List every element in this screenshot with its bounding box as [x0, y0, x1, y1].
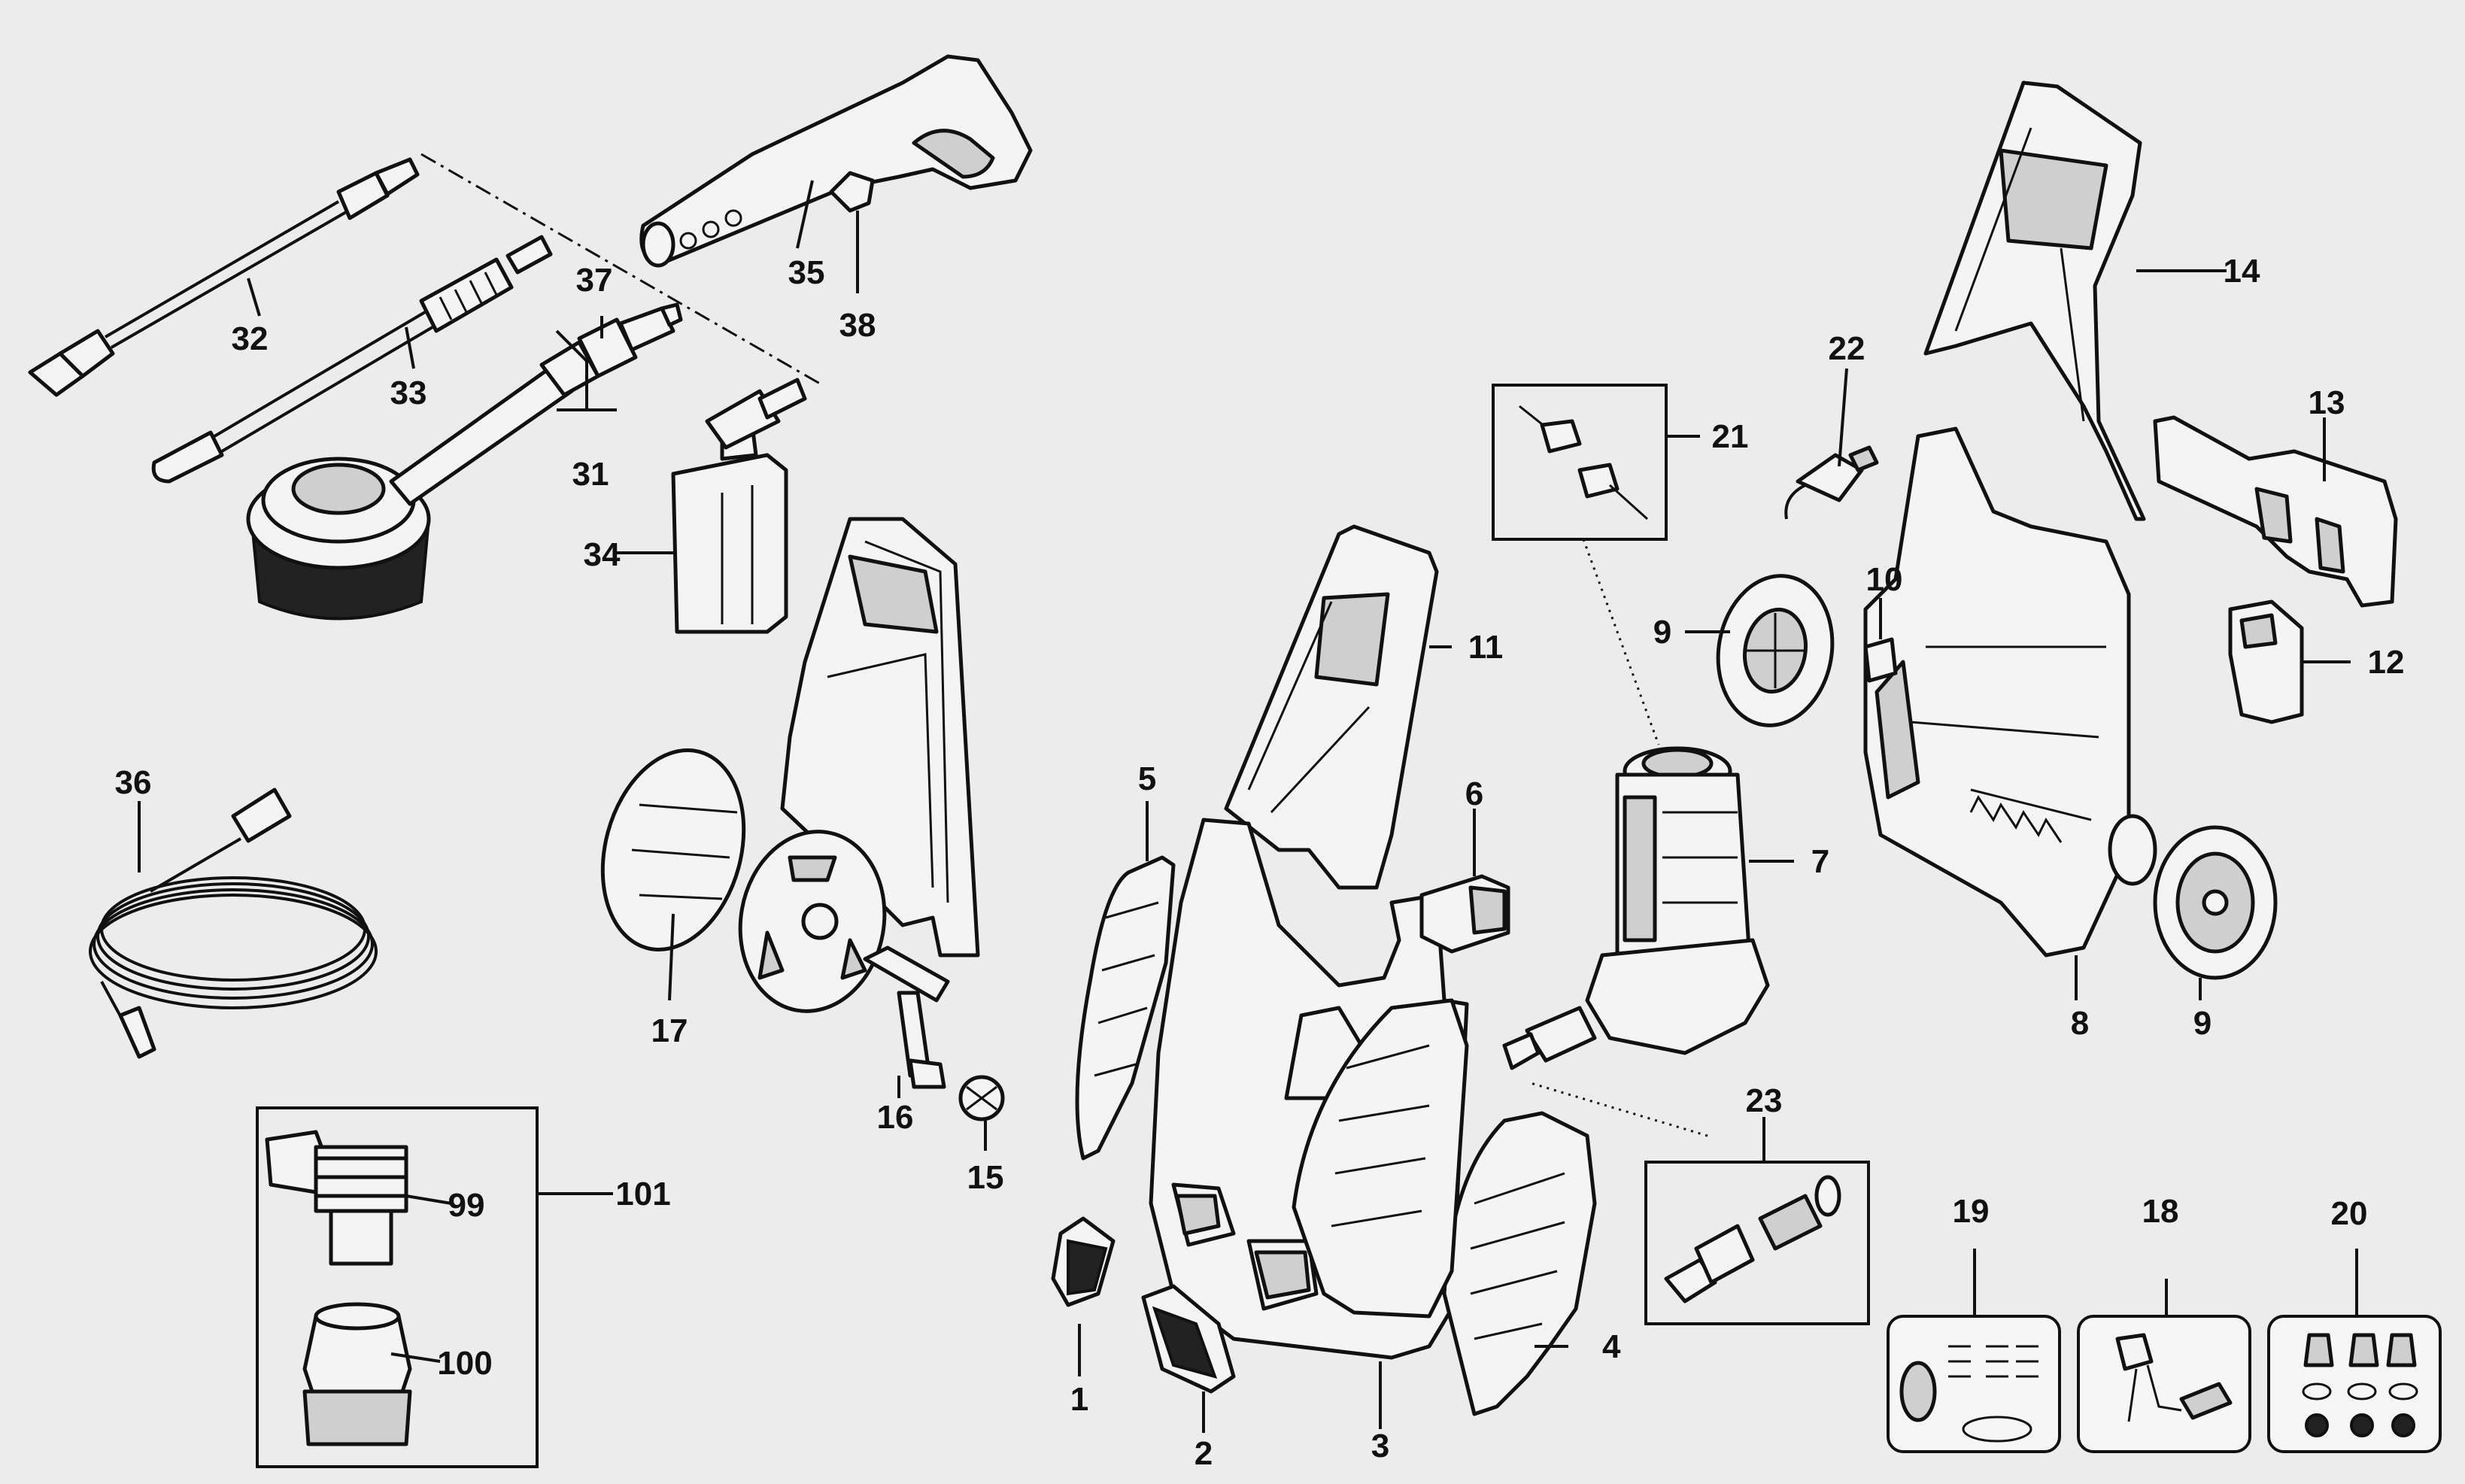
part-accessory-holder-13	[2153, 415, 2398, 608]
label-6: 6	[1465, 775, 1483, 812]
label-34: 34	[584, 536, 621, 573]
part-grille-frame	[1292, 998, 1469, 1319]
part-filter-1	[1051, 1216, 1116, 1307]
label-8: 8	[2071, 1005, 2089, 1042]
part-detergent-bottle-34	[671, 378, 807, 634]
label-35: 35	[788, 254, 825, 291]
label-21: 21	[1712, 418, 1749, 455]
part-switch-10	[1863, 637, 1898, 683]
part-motor-pump-7	[1502, 746, 1770, 1070]
part-kit-18	[2077, 1315, 2251, 1453]
part-connectors-box-21	[1492, 384, 1668, 541]
part-power-cord-22	[1784, 445, 1879, 520]
part-filter-2	[1141, 1284, 1236, 1394]
label-31: 31	[572, 456, 609, 493]
inlet-arrow-23	[1530, 1082, 1708, 1137]
part-brush-31	[246, 340, 600, 621]
label-5: 5	[1138, 760, 1156, 797]
label-9a: 9	[1653, 614, 1671, 651]
part-number-labels: 1 2 3 4 5 6 7 8 9 9 10 11 12 13 14 15 16…	[115, 253, 2405, 1472]
label-10: 10	[1866, 561, 1903, 598]
label-12: 12	[2368, 644, 2405, 681]
label-99: 99	[448, 1187, 485, 1224]
label-17: 17	[651, 1012, 688, 1049]
part-hose-holder-12	[2228, 599, 2304, 724]
leader-lines	[138, 180, 2358, 1433]
part-hose-36	[89, 788, 378, 1059]
accessory-guide-line	[420, 153, 821, 385]
part-knob-15	[958, 1075, 1005, 1121]
part-crank-handle-16	[863, 945, 950, 1089]
label-16: 16	[877, 1099, 914, 1136]
label-15: 15	[967, 1159, 1004, 1196]
label-13: 13	[2309, 384, 2345, 421]
part-front-cover-11	[1224, 524, 1439, 890]
label-32: 32	[232, 320, 269, 357]
part-reel-drum	[738, 830, 887, 1013]
label-20: 20	[2331, 1195, 2368, 1232]
connector-arrow-21	[1582, 539, 1660, 745]
part-wheel-9b	[2153, 825, 2278, 980]
label-37: 37	[576, 262, 613, 299]
label-19: 19	[1953, 1193, 1990, 1230]
part-trigger-gun-35	[639, 54, 1033, 268]
label-1: 1	[1070, 1381, 1088, 1418]
label-14: 14	[2224, 253, 2260, 290]
part-adaptor-37	[577, 302, 683, 378]
label-33: 33	[390, 375, 427, 411]
part-side-panel-5	[1075, 855, 1176, 1161]
part-lance-32	[28, 157, 420, 397]
label-9b: 9	[2193, 1005, 2212, 1042]
part-side-panel-4	[1442, 1111, 1597, 1416]
part-lance-33	[151, 235, 553, 484]
part-kit-19	[1887, 1315, 2061, 1453]
label-36: 36	[115, 764, 152, 801]
part-tap-connector-box-101	[256, 1106, 539, 1468]
label-7: 7	[1811, 843, 1829, 880]
part-kit-20	[2267, 1315, 2442, 1453]
part-hose-reel-17	[600, 748, 746, 951]
label-2: 2	[1195, 1435, 1213, 1472]
part-axle-hub	[2108, 814, 2157, 886]
label-4: 4	[1602, 1328, 1621, 1365]
part-inlet-box-23	[1644, 1161, 1870, 1325]
label-38: 38	[839, 307, 876, 344]
part-switch-6	[1419, 874, 1510, 954]
label-22: 22	[1829, 330, 1865, 367]
label-23: 23	[1746, 1082, 1783, 1119]
part-wheel-9a	[1716, 574, 1835, 727]
part-chassis-8	[1863, 426, 2131, 957]
label-3: 3	[1371, 1428, 1389, 1464]
label-11: 11	[1468, 629, 1504, 666]
label-101: 101	[615, 1176, 670, 1212]
label-18: 18	[2142, 1193, 2179, 1230]
label-100: 100	[437, 1345, 492, 1382]
part-clip-38	[829, 171, 875, 213]
part-handle-frame-14	[1923, 80, 2146, 521]
